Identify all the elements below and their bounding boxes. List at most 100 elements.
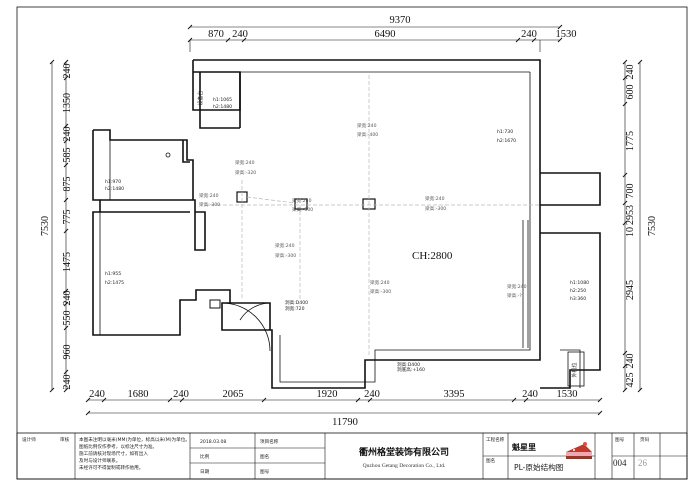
- floor-plan-walls: [92, 59, 601, 389]
- left-overall-dim: 7530: [40, 216, 51, 236]
- top-dim-240a: 240: [232, 29, 248, 40]
- right-dim-600: 600: [625, 85, 636, 100]
- h2-250: h2:250: [570, 288, 586, 294]
- beam-2-width: 梁宽:240: [199, 192, 219, 199]
- note-1-line-1: 洞高:D400: [285, 299, 308, 306]
- tb-label-drawing: 图名: [486, 457, 495, 464]
- beam-lines: [205, 75, 540, 355]
- top-dim-6490: 6490: [375, 29, 396, 40]
- tb-label-project: 工程名称: [486, 436, 505, 443]
- top-dim-1530: 1530: [556, 29, 577, 40]
- column-2: [294, 198, 308, 210]
- beam-4-height: 梁高:-300: [292, 206, 313, 213]
- note-2-line-2: 洞底高:+160: [397, 366, 425, 373]
- left-dim-240d: 240: [62, 375, 73, 390]
- beam-5-height: 梁高:-300: [425, 205, 446, 212]
- bottom-dim-240b: 240: [173, 389, 189, 400]
- h2-1480b: h2:1480: [105, 186, 124, 192]
- top-dimension-chain: 9370 870 240 6490 240 1530: [187, 15, 577, 52]
- beam-1-height: 梁高:-320: [235, 169, 256, 176]
- equipment-platform-label: 设备台: [197, 90, 204, 105]
- right-dim-10: 10: [625, 227, 636, 237]
- tb-field-drawing: 图名: [260, 453, 269, 460]
- sheet-number: 004: [613, 458, 627, 468]
- right-dim-1775: 1775: [625, 131, 636, 151]
- left-dim-240c: 240: [62, 291, 73, 306]
- bottom-dim-240c: 240: [364, 389, 380, 400]
- company-name-en: Quzhou Getang Decoration Co., Ltd.: [363, 463, 446, 469]
- h3-360: h3:360: [570, 296, 586, 302]
- tb-note-1: 本图未注明以毫米(MM)为单位，标高以米(M)为单位。: [79, 436, 190, 443]
- sheet-total: 26: [638, 458, 648, 468]
- ceiling-height-label: CH:2800: [412, 250, 453, 262]
- beam-8-width: 梁宽:240: [507, 283, 527, 290]
- project-brand-name: 魁星里: [512, 442, 536, 452]
- right-dim-240b: 240: [625, 354, 636, 369]
- top-dim-870: 870: [208, 29, 224, 40]
- bottom-dim-240a: 240: [89, 389, 105, 400]
- tb-field-project: 项目名称: [260, 438, 279, 445]
- h1-730: h1:730: [497, 129, 513, 135]
- right-dim-240a: 240: [625, 65, 636, 80]
- h2-1480: h2:1480: [213, 104, 232, 110]
- beam-2-height: 梁高:-300: [199, 201, 220, 208]
- h1-955: h1:955: [105, 271, 121, 277]
- bottom-dim-240d: 240: [522, 389, 538, 400]
- sheet-border: [16, 6, 688, 480]
- left-dim-1350: 1350: [62, 93, 73, 113]
- tb-note-4: 及时与设计师联系。: [79, 457, 120, 464]
- left-dimension-chain: 7530 240 1350 240 585 875 775 1475 240 5…: [40, 59, 73, 393]
- right-overall-dim: 7530: [647, 216, 658, 236]
- tb-field-designer: 设计师: [22, 436, 36, 443]
- beam-7-width: 梁宽:240: [370, 279, 390, 286]
- h1-970: h1:970: [105, 179, 121, 185]
- room-annotations: CH:2800 设备台 外机位 h1:1065 h2:1480 h1:970 h…: [105, 90, 589, 377]
- right-dim-2945: 2945: [625, 280, 636, 300]
- right-dim-2953: 2953: [625, 205, 636, 225]
- tb-field-date: 2018.03.08: [200, 439, 226, 445]
- title-block: 设计师 审核 2018.03.08 项目名称 图名 比例 日期 图号 本图未注明…: [16, 432, 688, 480]
- beam-3-width: 梁宽:240: [357, 122, 377, 129]
- beam-4-width: 梁宽:240: [292, 197, 312, 204]
- h1-1080: h1:1080: [570, 280, 589, 286]
- left-dim-240b: 240: [62, 127, 73, 142]
- h2-1475: h2:1475: [105, 280, 124, 286]
- right-dimension-chain: 240 600 1775 700 2953 10 2945 240 425 75…: [622, 59, 658, 393]
- top-overall-dim: 9370: [390, 15, 411, 26]
- tb-field-sheetno: 图号: [260, 469, 270, 475]
- left-dim-775: 775: [62, 210, 73, 225]
- tb-field-dateb: 日期: [200, 469, 210, 475]
- tb-note-2: 图纸比例仅作参考，以标注尺寸为准。: [79, 443, 157, 450]
- left-dim-960: 960: [62, 345, 73, 360]
- tb-note-3: 施工前请核对现场尺寸，如有出入: [79, 450, 148, 457]
- beam-6-width: 梁宽:240: [275, 242, 295, 249]
- beam-8-height: 梁高:-?: [507, 292, 522, 299]
- beam-7-height: 梁高:-300: [370, 288, 391, 295]
- tb-label-sheetno: 图号: [615, 437, 625, 443]
- company-name-cn: 衢州格堂装饰有限公司: [359, 446, 449, 458]
- h1-1065: h1:1065: [213, 97, 232, 103]
- right-dim-425: 425: [625, 373, 636, 388]
- left-dim-1475: 1475: [62, 252, 73, 272]
- bottom-dim-1680: 1680: [128, 389, 149, 400]
- bottom-dim-1920: 1920: [317, 389, 338, 400]
- left-dim-875: 875: [62, 177, 73, 192]
- cake-logo-icon: [566, 442, 592, 459]
- bottom-dim-3395: 3395: [444, 389, 465, 400]
- bottom-dim-1530: 1530: [557, 389, 578, 400]
- note-1-line-2: 洞宽:720: [285, 305, 305, 312]
- drawing-title: PL-原始结构图: [514, 462, 563, 472]
- h2-1670: h2:1670: [497, 138, 516, 144]
- tb-field-scale: 比例: [200, 453, 210, 460]
- beam-5-width: 梁宽:240: [425, 195, 445, 202]
- right-dim-700: 700: [625, 184, 636, 199]
- beam-3-height: 梁高:-400: [357, 131, 378, 138]
- beam-1-width: 梁宽:240: [235, 159, 255, 166]
- ac-position-label: 外机位: [571, 362, 578, 377]
- bottom-overall-dim: 11790: [332, 417, 358, 428]
- note-2-line-1: 洞高:D400: [397, 361, 420, 368]
- top-dim-240b: 240: [521, 29, 537, 40]
- tb-field-review: 审核: [60, 436, 70, 443]
- beam-6-height: 梁高:-300: [275, 252, 296, 259]
